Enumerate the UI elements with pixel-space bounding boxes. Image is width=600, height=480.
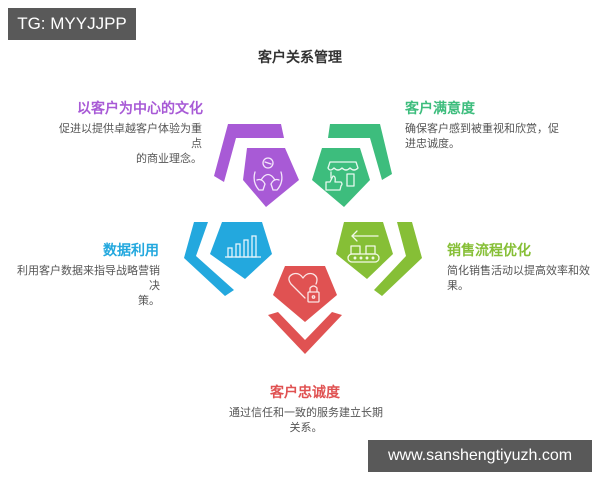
loyalty-heading: 客户忠诚度 — [270, 385, 340, 401]
culture-chevron — [214, 124, 284, 182]
data-chevron — [184, 222, 234, 296]
loyalty-shape — [268, 266, 342, 354]
process-description: 简化销售活动以提高效率和效 果。 — [447, 263, 593, 293]
data-heading: 数据利用 — [103, 243, 159, 259]
culture-desc-line1: 促进以提供卓越客户体验为重点 — [59, 122, 202, 150]
watermark-bottom: www.sanshengtiyuzh.com — [368, 440, 592, 472]
process-desc-line1: 简化销售活动以提高效率和效 — [447, 264, 590, 277]
culture-shape — [214, 124, 299, 207]
satisfaction-pentagon — [312, 148, 370, 207]
process-chevron — [374, 222, 422, 296]
process-heading: 销售流程优化 — [447, 243, 531, 259]
culture-description: 促进以提供卓越客户体验为重点 的商业理念。 — [56, 121, 202, 166]
loyalty-desc-line2: 关系。 — [289, 421, 323, 434]
loyalty-chevron — [268, 312, 342, 354]
process-desc-line2: 果。 — [447, 279, 469, 292]
heart-lock-icon — [288, 272, 320, 303]
data-desc-line1: 利用客户数据来指导战略营销决 — [17, 264, 160, 292]
data-shape — [184, 222, 272, 296]
data-description: 利用客户数据来指导战略营销决 策。 — [14, 263, 160, 308]
satisfaction-description: 确保客户感到被重视和欣赏，促 进忠诚度。 — [405, 121, 565, 151]
satisfaction-heading: 客户满意度 — [405, 101, 475, 117]
culture-pentagon — [243, 148, 299, 207]
conveyor-arrow-icon — [347, 230, 380, 263]
hands-person-icon — [253, 157, 283, 191]
satisfaction-desc-line2: 进忠诚度。 — [405, 137, 460, 150]
process-pentagon — [336, 222, 393, 279]
loyalty-pentagon — [273, 266, 337, 322]
diagram-title: 客户关系管理 — [258, 50, 342, 66]
process-shape — [336, 222, 422, 296]
culture-desc-line2: 的商业理念。 — [136, 152, 202, 165]
data-pentagon — [210, 222, 272, 279]
watermark-top: TG: MYYJJPP — [8, 8, 136, 40]
loyalty-desc-line1: 通过信任和一致的服务建立长期 — [229, 406, 383, 419]
loyalty-description: 通过信任和一致的服务建立长期 关系。 — [226, 405, 386, 435]
satisfaction-chevron — [328, 124, 392, 180]
bar-chart-icon — [225, 235, 261, 258]
satisfaction-shape — [312, 124, 392, 207]
store-thumbs-up-icon — [325, 161, 359, 191]
data-desc-line2: 策。 — [138, 294, 160, 307]
satisfaction-desc-line1: 确保客户感到被重视和欣赏，促 — [405, 122, 559, 135]
culture-heading: 以客户为中心的文化 — [77, 101, 203, 117]
